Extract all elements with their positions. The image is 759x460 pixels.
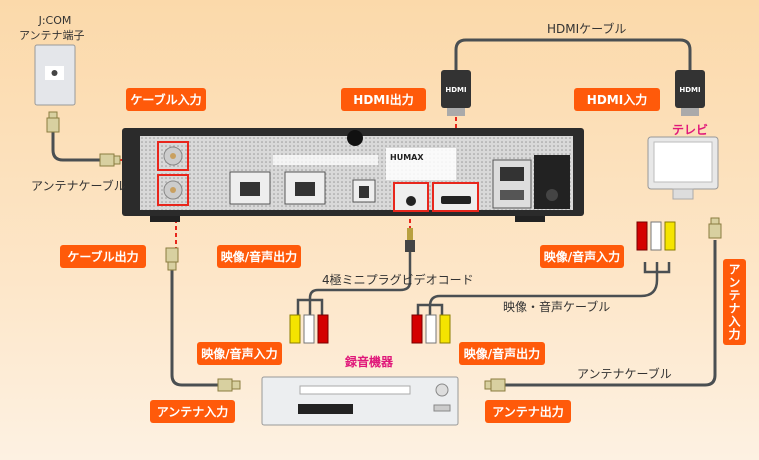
label-av-out-box: 映像/音声出力 — [217, 245, 301, 268]
recorder-label: 録音機器 — [345, 355, 394, 369]
wall-outlet-line2: アンテナ端子 — [19, 29, 85, 42]
label-antenna-in-tv: アンテナ入力 — [723, 259, 746, 345]
svg-text:HUMAX: HUMAX — [390, 153, 424, 162]
hdmi-plug-top-right: HDMI — [675, 70, 705, 116]
label-av-in-tv: 映像/音声入力 — [540, 245, 624, 268]
mini-plug-cable-label: 4極ミニプラグビデオコード — [322, 273, 474, 287]
hdmi-cable-label: HDMIケーブル — [547, 22, 627, 36]
tv — [647, 136, 719, 200]
antenna-cable-wall — [51, 128, 100, 162]
recorder — [261, 376, 459, 426]
svg-text:HDMI: HDMI — [679, 86, 700, 94]
label-antenna-out-recorder: アンテナ出力 — [485, 400, 571, 423]
antenna-cable-label-right: アンテナケーブル — [577, 367, 672, 381]
label-hdmi-out: HDMI出力 — [341, 88, 426, 111]
wall-outlet-line1: J:COM — [38, 14, 72, 27]
rca-plugs-tv — [636, 221, 676, 251]
wall-antenna-outlet — [34, 44, 76, 106]
antenna-cable-right — [505, 240, 717, 387]
wall-outlet-label: J:COM — [35, 14, 75, 27]
mini-plug-cable — [296, 250, 412, 315]
label-antenna-in-recorder: アンテナ入力 — [150, 400, 235, 423]
mini-plug — [405, 228, 415, 252]
label-av-in-recorder: 映像/音声入力 — [197, 342, 282, 365]
label-hdmi-in: HDMI入力 — [574, 88, 660, 111]
antenna-cable-left — [170, 270, 240, 387]
svg-text:HDMI: HDMI — [445, 86, 466, 94]
hdmi-cable — [454, 38, 692, 70]
tv-label: テレビ — [672, 123, 709, 137]
label-av-out-recorder: 映像/音声出力 — [459, 342, 545, 365]
rca-plugs-recorder-in — [289, 314, 329, 344]
set-top-box-rear: HUMAX — [122, 128, 584, 222]
antenna-plugs — [46, 111, 722, 392]
av-cable-label: 映像・音声ケーブル — [503, 300, 611, 314]
av-cable — [416, 262, 671, 315]
label-cable-in: ケーブル入力 — [126, 88, 206, 111]
antenna-cable-label-left: アンテナケーブル — [31, 179, 126, 193]
label-cable-out: ケーブル出力 — [60, 245, 146, 268]
rca-plugs-recorder-out — [411, 314, 451, 344]
hdmi-plug-top-left: HDMI — [441, 70, 471, 116]
